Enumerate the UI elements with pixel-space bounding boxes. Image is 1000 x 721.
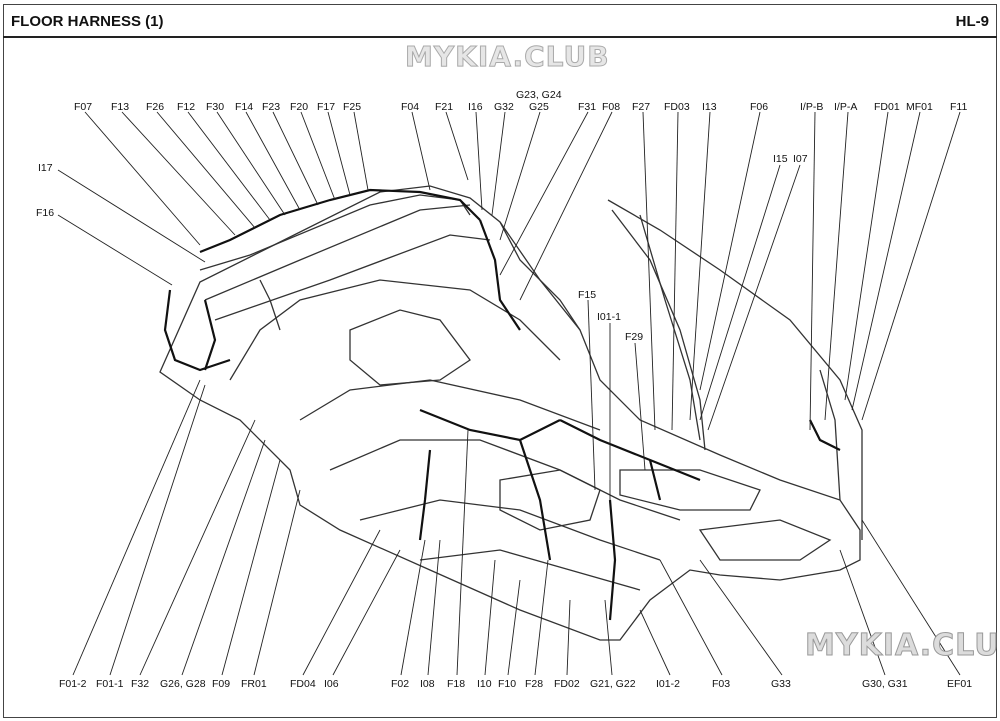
label-I17: I17 xyxy=(38,162,53,174)
label-I06: I06 xyxy=(324,678,339,690)
label-F02: F02 xyxy=(391,678,410,690)
label-F04: F04 xyxy=(401,101,420,113)
leader-lines xyxy=(57,111,961,676)
label-I07: I07 xyxy=(793,153,808,165)
label-FD02: FD02 xyxy=(554,678,580,690)
label-FD03: FD03 xyxy=(664,101,690,113)
label-I10: I10 xyxy=(477,678,492,690)
label-I16: I16 xyxy=(468,101,483,113)
label-F18: F18 xyxy=(447,678,466,690)
label-G23-G24: G23, G24 xyxy=(516,89,562,101)
label-F15: F15 xyxy=(578,289,597,301)
label-FD01: FD01 xyxy=(874,101,900,113)
label-F23: F23 xyxy=(262,101,281,113)
label-IP-A: I/P-A xyxy=(834,101,858,113)
label-FD04: FD04 xyxy=(290,678,316,690)
page-frame xyxy=(3,4,997,718)
label-I01-1: I01-1 xyxy=(597,311,621,323)
label-EF01: EF01 xyxy=(947,678,973,690)
label-G21-G22: G21, G22 xyxy=(590,678,636,690)
label-F32: F32 xyxy=(131,678,150,690)
label-F01-1: F01-1 xyxy=(96,678,124,690)
label-F28: F28 xyxy=(525,678,544,690)
label-F09: F09 xyxy=(212,678,231,690)
label-F03: F03 xyxy=(712,678,731,690)
label-F25: F25 xyxy=(343,101,362,113)
harness-wiring xyxy=(163,188,841,621)
label-F17: F17 xyxy=(317,101,336,113)
car-body xyxy=(159,185,863,641)
label-IP-B: I/P-B xyxy=(800,101,824,113)
label-I01-2: I01-2 xyxy=(656,678,680,690)
label-F30: F30 xyxy=(206,101,225,113)
label-F12: F12 xyxy=(177,101,196,113)
page-title: FLOOR HARNESS (1) xyxy=(11,13,164,30)
label-F01-2: F01-2 xyxy=(59,678,87,690)
label-F10: F10 xyxy=(498,678,517,690)
label-F14: F14 xyxy=(235,101,254,113)
label-F26: F26 xyxy=(146,101,165,113)
label-F31: F31 xyxy=(578,101,597,113)
label-F06: F06 xyxy=(750,101,769,113)
label-F11: F11 xyxy=(950,101,968,113)
label-F08: F08 xyxy=(602,101,621,113)
label-F13: F13 xyxy=(111,101,130,113)
label-I13: I13 xyxy=(702,101,717,113)
label-F20: F20 xyxy=(290,101,309,113)
label-G32: G32 xyxy=(494,101,514,113)
label-G30-G31: G30, G31 xyxy=(862,678,908,690)
label-I15: I15 xyxy=(773,153,788,165)
label-F07: F07 xyxy=(74,101,93,113)
page-header: FLOOR HARNESS (1) HL-9 xyxy=(3,4,997,38)
label-F27: F27 xyxy=(632,101,651,113)
label-G33: G33 xyxy=(771,678,791,690)
label-F16: F16 xyxy=(36,207,55,219)
label-F21: F21 xyxy=(435,101,454,113)
watermark-bottom: MYKIA.CLUB xyxy=(804,628,1000,664)
label-MF01: MF01 xyxy=(906,101,933,113)
label-G25: G25 xyxy=(529,101,549,113)
label-FR01: FR01 xyxy=(241,678,267,690)
watermark-top: MYKIA.CLUB xyxy=(405,40,610,74)
label-G26-G28: G26, G28 xyxy=(160,678,206,690)
label-F29: F29 xyxy=(625,331,644,343)
label-I08: I08 xyxy=(420,678,435,690)
page-code: HL-9 xyxy=(955,13,989,30)
